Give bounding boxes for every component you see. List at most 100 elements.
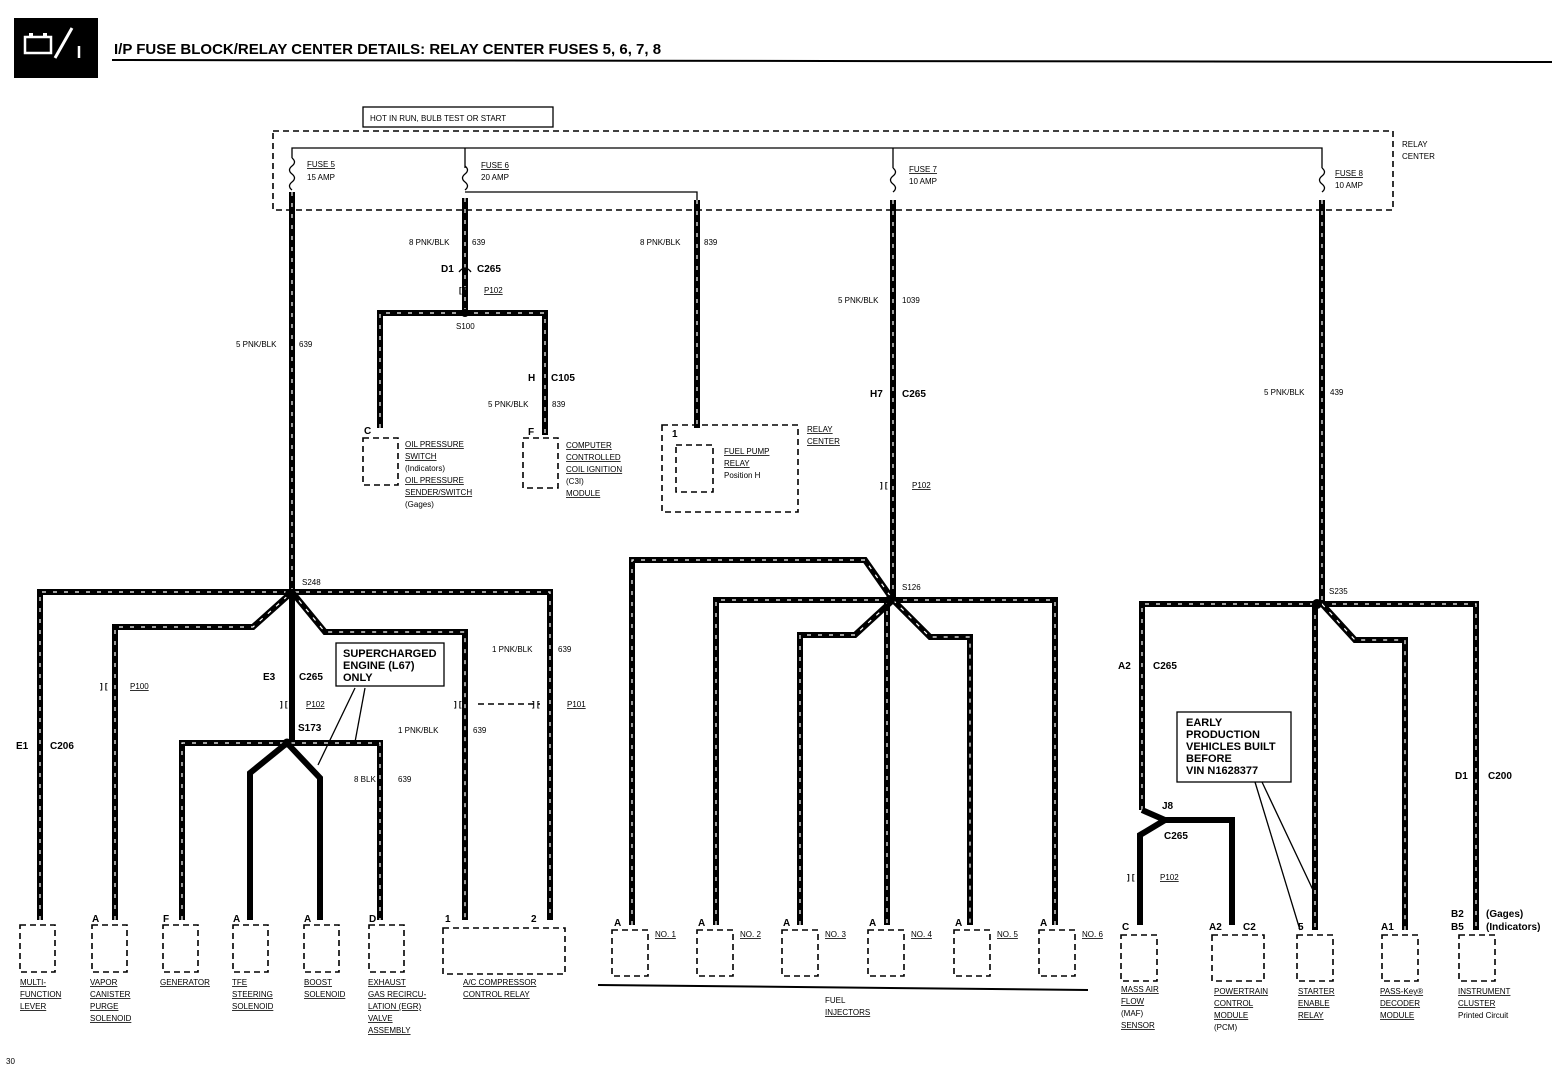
svg-text:[ [: [ [ <box>459 286 467 295</box>
svg-text:5 PNK/BLK: 5 PNK/BLK <box>488 400 529 409</box>
svg-text:C265: C265 <box>902 389 926 400</box>
svg-text:5 PNK/BLK: 5 PNK/BLK <box>1264 388 1305 397</box>
injector-2: A NO. 2 <box>696 918 761 977</box>
relay-center-outline <box>272 130 1394 211</box>
svg-text:A2: A2 <box>1209 922 1222 933</box>
hot-label-box <box>362 106 554 128</box>
svg-text:P102: P102 <box>912 481 931 490</box>
svg-text:(C3I): (C3I) <box>566 477 584 486</box>
svg-text:FUEL: FUEL <box>825 996 846 1005</box>
s126-wires <box>629 557 1058 925</box>
svg-text:1: 1 <box>672 429 678 440</box>
egr-valve-assembly <box>368 924 405 973</box>
svg-text:C265: C265 <box>477 264 501 275</box>
svg-text:1: 1 <box>445 914 451 925</box>
svg-text:E1: E1 <box>16 741 29 752</box>
svg-text:CONTROL RELAY: CONTROL RELAY <box>463 990 530 999</box>
svg-text:NO. 6: NO. 6 <box>1082 930 1103 939</box>
svg-text:D1: D1 <box>1455 771 1468 782</box>
svg-text:639: 639 <box>299 340 313 349</box>
header-icon-box <box>14 18 98 78</box>
ac-compressor-control-relay <box>442 927 566 975</box>
hot-label: HOT IN RUN, BULB TEST OR START <box>370 114 506 123</box>
svg-text:NO. 2: NO. 2 <box>740 930 761 939</box>
svg-text:MODULE: MODULE <box>1214 1011 1248 1020</box>
svg-text:10 AMP: 10 AMP <box>909 177 937 186</box>
svg-text:P101: P101 <box>567 700 586 709</box>
svg-text:ASSEMBLY: ASSEMBLY <box>368 1026 411 1035</box>
instrument-cluster <box>1458 934 1496 982</box>
supercharged-note <box>335 642 445 687</box>
svg-text:(Indicators): (Indicators) <box>405 464 445 473</box>
svg-text:NO. 1: NO. 1 <box>655 930 676 939</box>
svg-text:SOLENOID: SOLENOID <box>304 990 346 999</box>
splice-s100-wires <box>377 310 548 435</box>
svg-text:5 PNK/BLK: 5 PNK/BLK <box>236 340 277 349</box>
svg-text:839: 839 <box>552 400 566 409</box>
svg-text:1039: 1039 <box>902 296 920 305</box>
svg-text:INJECTORS: INJECTORS <box>825 1008 870 1017</box>
svg-text:639: 639 <box>473 726 487 735</box>
svg-text:NO. 3: NO. 3 <box>825 930 846 939</box>
svg-text:S248: S248 <box>302 578 321 587</box>
svg-text:P102: P102 <box>1160 873 1179 882</box>
svg-text:FUEL PUMP: FUEL PUMP <box>724 447 770 456</box>
svg-text:639: 639 <box>472 238 486 247</box>
svg-text:COMPUTER: COMPUTER <box>566 441 612 450</box>
svg-text:A: A <box>869 918 876 929</box>
svg-text:A: A <box>304 914 311 925</box>
relay-center-label-2: CENTER <box>1402 152 1435 161</box>
svg-text:] [: ] [ <box>532 700 540 709</box>
svg-text:FLOW: FLOW <box>1121 997 1145 1006</box>
svg-text:5 PNK/BLK: 5 PNK/BLK <box>838 296 879 305</box>
svg-text:INSTRUMENT: INSTRUMENT <box>1458 987 1511 996</box>
svg-text:FUNCTION: FUNCTION <box>20 990 62 999</box>
splice-s248 <box>285 589 295 599</box>
svg-text:(PCM): (PCM) <box>1214 1023 1237 1032</box>
s235-wires <box>1137 601 1479 930</box>
svg-text:A: A <box>783 918 790 929</box>
svg-text:J8: J8 <box>1162 801 1174 812</box>
svg-text:RELAY: RELAY <box>807 425 833 434</box>
svg-text:639: 639 <box>558 645 572 654</box>
svg-text:NO. 5: NO. 5 <box>997 930 1018 939</box>
svg-text:ENGINE (L67): ENGINE (L67) <box>343 660 415 672</box>
svg-text:RELAY: RELAY <box>1298 1011 1324 1020</box>
svg-text:15 AMP: 15 AMP <box>307 173 335 182</box>
svg-text:A: A <box>1040 918 1047 929</box>
svg-text:DECODER: DECODER <box>1380 999 1420 1008</box>
svg-text:C105: C105 <box>551 373 575 384</box>
svg-text:GENERATOR: GENERATOR <box>160 978 210 987</box>
svg-text:CANISTER: CANISTER <box>90 990 131 999</box>
splice-s126 <box>885 595 895 605</box>
svg-text:LEVER: LEVER <box>20 1002 46 1011</box>
svg-text:] [: ] [ <box>454 700 462 709</box>
svg-text:839: 839 <box>704 238 718 247</box>
hot-bus <box>291 147 1323 168</box>
powertrain-control-module <box>1211 934 1265 982</box>
s248-wires <box>37 589 553 920</box>
svg-text:P102: P102 <box>306 700 325 709</box>
svg-text:(MAF): (MAF) <box>1121 1009 1144 1018</box>
ccci-module <box>522 437 559 489</box>
multi-function-lever <box>19 924 56 973</box>
svg-text:COIL IGNITION: COIL IGNITION <box>566 465 622 474</box>
svg-text:SOLENOID: SOLENOID <box>90 1014 132 1023</box>
svg-text:GAS RECIRCU-: GAS RECIRCU- <box>368 990 427 999</box>
oil-pressure-switch <box>362 437 399 486</box>
mass-air-flow-sensor <box>1120 934 1158 982</box>
boost-solenoid <box>303 924 340 973</box>
svg-text:LATION (EGR): LATION (EGR) <box>368 1002 422 1011</box>
svg-text:NO. 4: NO. 4 <box>911 930 932 939</box>
page-title: I/P FUSE BLOCK/RELAY CENTER DETAILS: REL… <box>114 41 661 58</box>
svg-text:H7: H7 <box>870 389 883 400</box>
svg-text:SOLENOID: SOLENOID <box>232 1002 274 1011</box>
svg-text:A/C COMPRESSOR: A/C COMPRESSOR <box>463 978 537 987</box>
svg-text:PRODUCTION: PRODUCTION <box>1186 729 1260 741</box>
svg-text:PASS-Key®: PASS-Key® <box>1380 987 1423 996</box>
svg-text:A: A <box>955 918 962 929</box>
early-production-note <box>1176 711 1292 783</box>
s173-wires <box>179 740 383 920</box>
svg-text:POWERTRAIN: POWERTRAIN <box>1214 987 1268 996</box>
battery-gauge-icon <box>23 27 81 59</box>
